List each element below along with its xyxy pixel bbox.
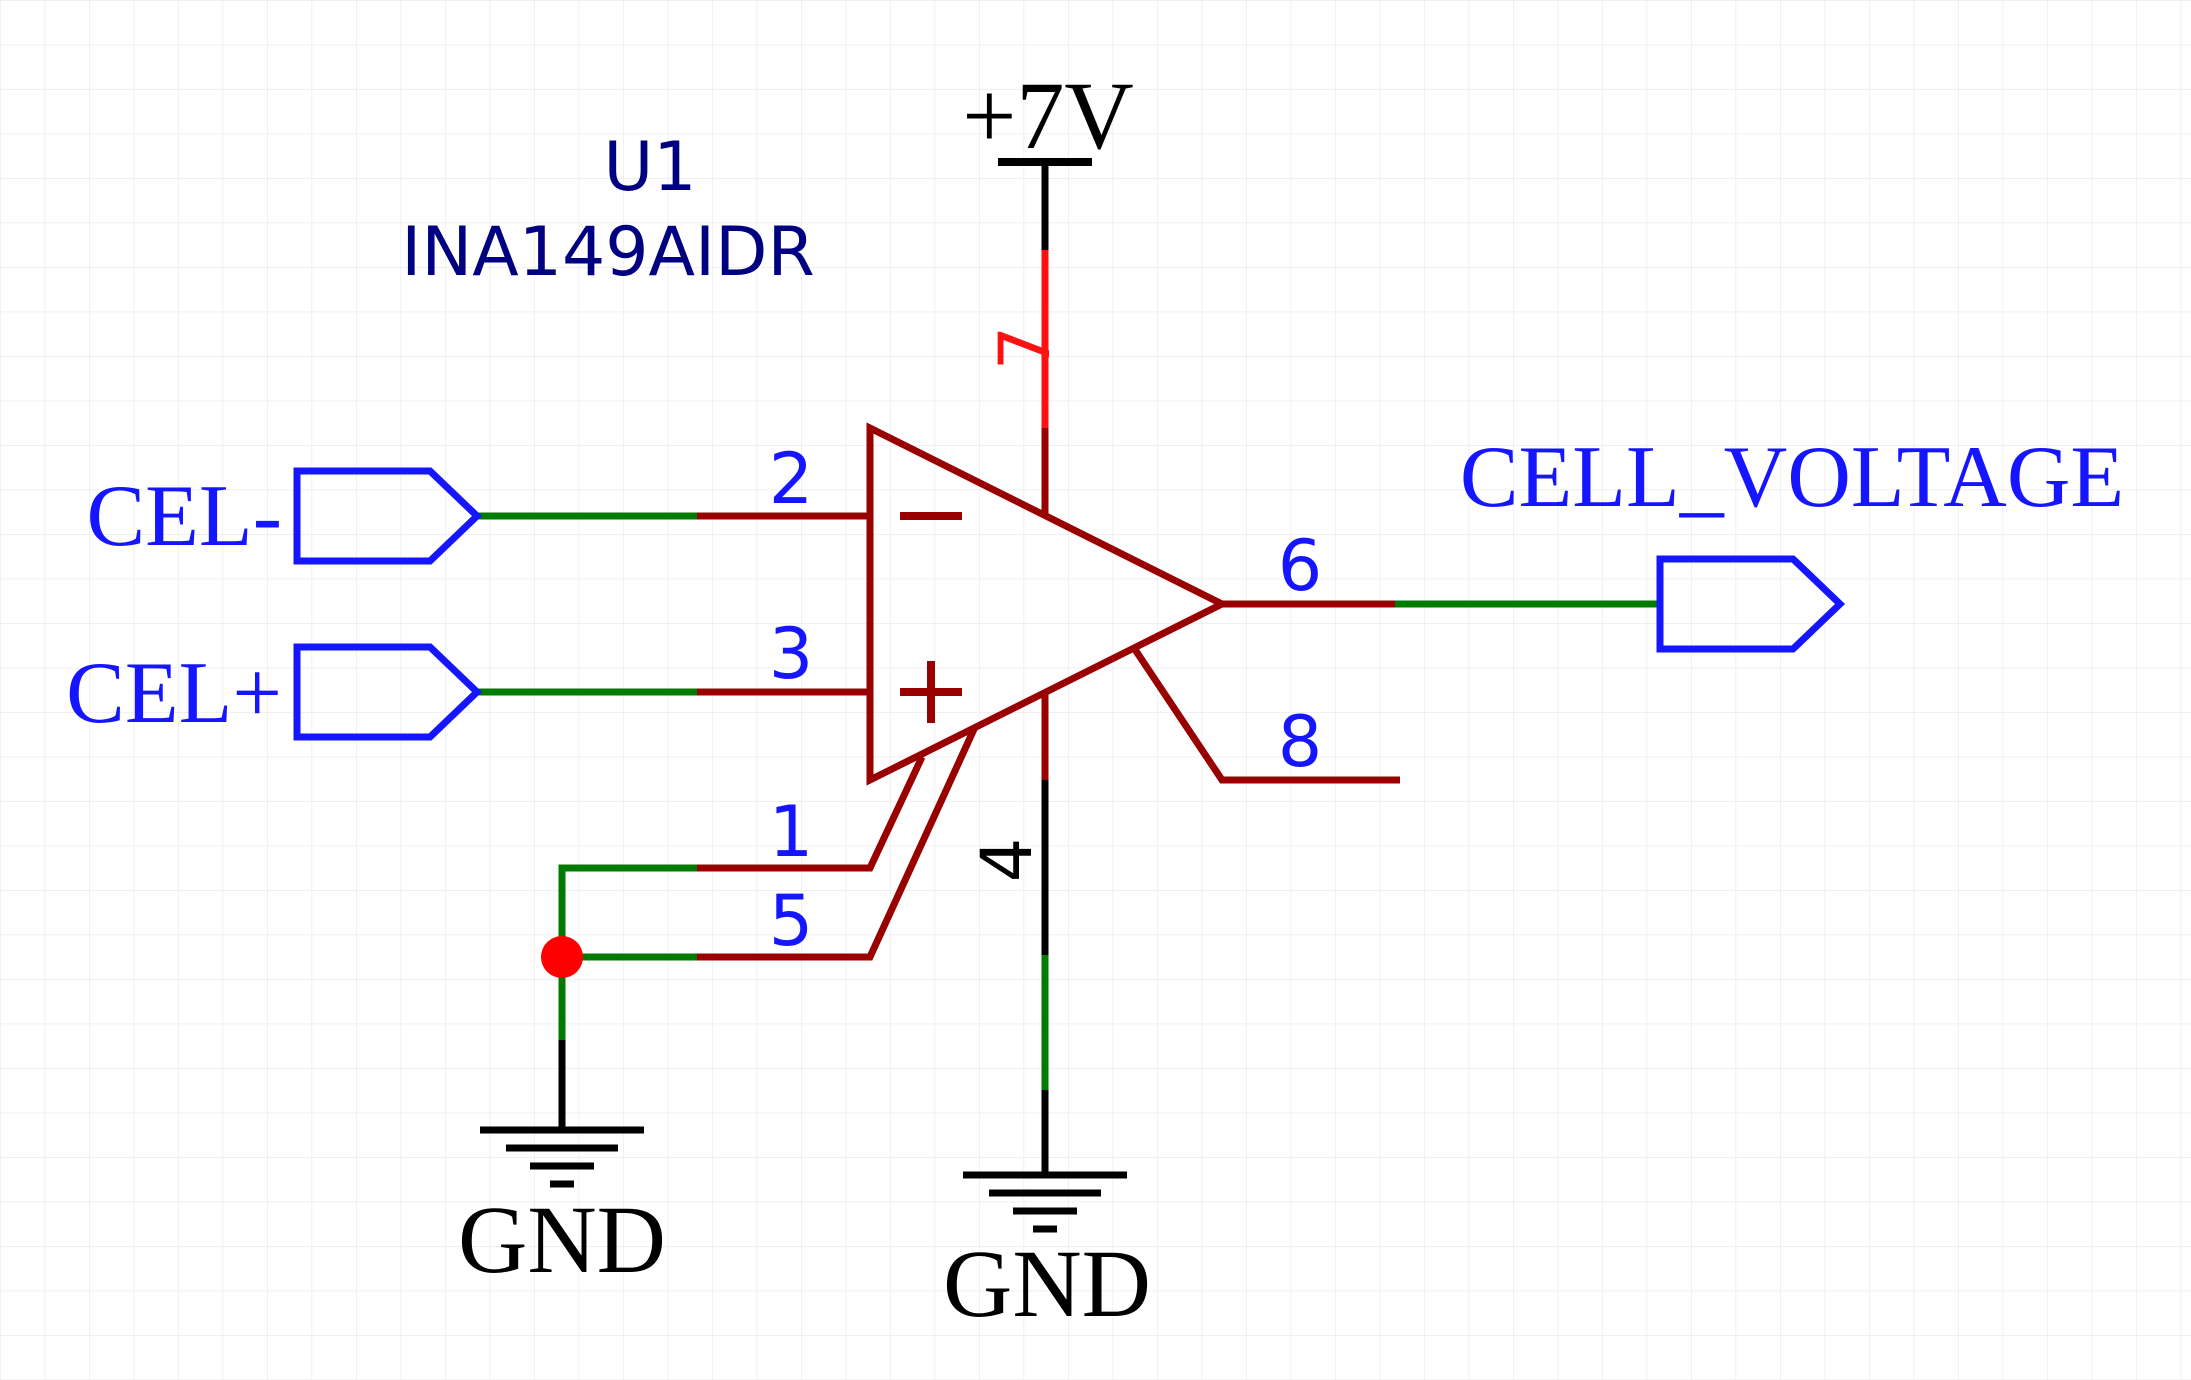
component-part-number: INA149AIDR (401, 213, 814, 292)
pin-number-8: 8 (1278, 701, 1323, 783)
component-designator: U1 (603, 128, 696, 207)
junction-dot (541, 936, 583, 978)
pin-number-3: 3 (769, 613, 814, 695)
gnd-label-right: GND (943, 1230, 1151, 1337)
port-label-cell-voltage: CELL_VOLTAGE (1460, 429, 2124, 526)
minus-sign (900, 512, 962, 520)
port-cell-voltage[interactable] (1656, 555, 1846, 653)
wire-pin1-gnd[interactable] (558, 864, 697, 1040)
pin-number-6: 6 (1278, 525, 1323, 607)
pin-8-lead (1131, 646, 1400, 784)
pin-number-7: 7 (984, 326, 1066, 371)
pin-number-1: 1 (769, 791, 814, 873)
port-cel-pos[interactable] (293, 643, 483, 741)
pin-1-lead (697, 755, 926, 872)
vcc-label: +7V (962, 62, 1133, 169)
port-label-cel-pos: CEL+ (66, 645, 282, 742)
pin-number-2: 2 (769, 438, 814, 520)
gnd-symbol-right[interactable] (963, 1171, 1127, 1233)
power-stubs (558, 162, 1049, 1175)
gnd-label-left: GND (458, 1186, 666, 1293)
pin-number-5: 5 (769, 880, 814, 962)
port-label-cel-neg: CEL- (86, 468, 282, 565)
pin-number-4: 4 (966, 838, 1048, 883)
opamp-symbol[interactable] (697, 422, 1400, 961)
pin-5-lead (697, 725, 979, 961)
plus-sign (900, 661, 962, 723)
wires (477, 512, 1660, 1090)
gnd-symbol-left[interactable] (480, 1126, 644, 1188)
port-cel-neg[interactable] (293, 467, 483, 565)
